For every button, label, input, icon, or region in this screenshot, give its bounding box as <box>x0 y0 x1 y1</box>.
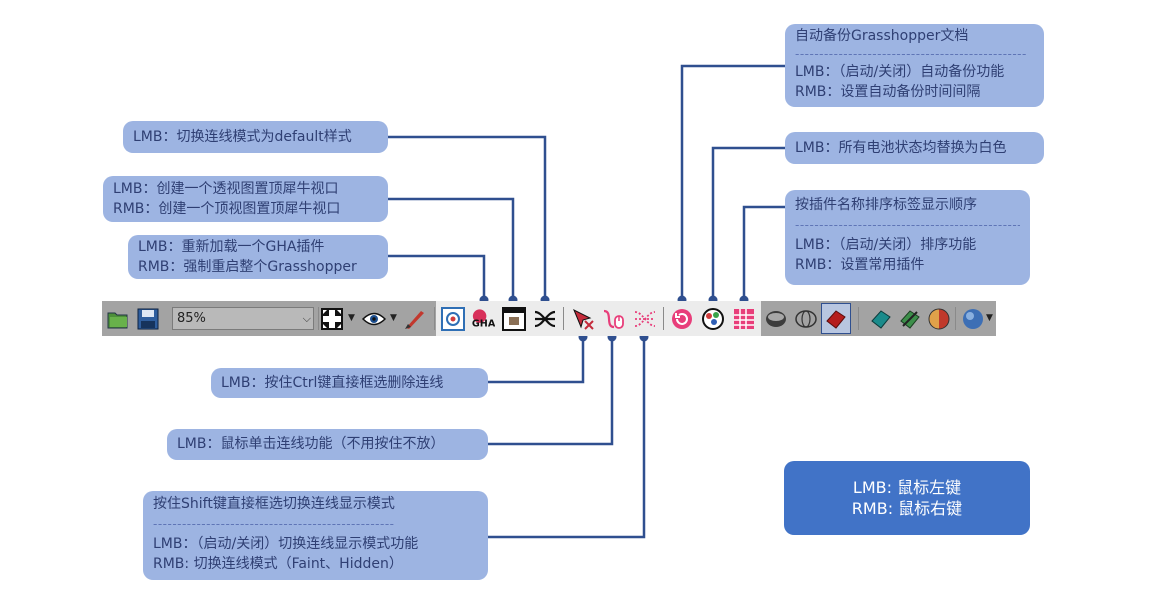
eye-preview-icon[interactable] <box>361 306 386 331</box>
callout-line: RMB: 切换连线模式（Faint、Hidden） <box>153 556 403 572</box>
autosave-icon[interactable] <box>669 306 694 331</box>
callout-reload-gha: LMB：重新加载一个GHA插件 RMB：强制重启整个Grasshopper <box>128 235 388 279</box>
connector-shift-wire <box>488 338 646 539</box>
callout-divider: ----------------------------------------… <box>153 517 395 531</box>
connector-reload-gha <box>388 254 486 298</box>
legend-rmb: RMB: 鼠标右键 <box>851 499 963 518</box>
grasshopper-toolbar: 85% ⌵ ▼ ▼ GHA <box>102 301 996 336</box>
callout-line: RMB：创建一个顶视图置顶犀牛视口 <box>113 201 341 217</box>
preview-shaded-icon[interactable] <box>763 306 788 331</box>
callout-click-wire: LMB：鼠标单击连线功能（不用按住不放） <box>167 429 488 460</box>
wire-click-mode-icon[interactable] <box>600 306 625 331</box>
connector-ctrl-delete <box>488 338 585 384</box>
legend-lmb: LMB: 鼠标左键 <box>852 478 962 497</box>
callout-line: LMB：鼠标单击连线功能（不用按住不放） <box>177 436 445 452</box>
zoom-extents-icon[interactable] <box>319 306 344 331</box>
gha-reload-icon[interactable]: GHA <box>470 306 495 331</box>
callout-line: LMB：重新加载一个GHA插件 <box>138 239 325 255</box>
callout-line: LMB：（启动/关闭）自动备份功能 <box>795 64 1005 80</box>
toolbar-separator <box>955 307 956 330</box>
callout-divider: ----------------------------------------… <box>795 47 1027 61</box>
dropdown-arrow-icon[interactable]: ▼ <box>986 313 993 323</box>
callout-line: LMB：（启动/关闭）切换连线显示模式功能 <box>153 536 419 552</box>
zoom-value: 85% <box>177 311 206 326</box>
callout-battery-white: LMB：所有电池状态均替换为白色 <box>785 132 1044 164</box>
callout-line: LMB：所有电池状态均替换为白色 <box>795 140 1007 156</box>
callout-line: RMB：设置常用插件 <box>795 257 925 273</box>
connector-perspective-viewport <box>388 197 515 298</box>
connector-click-wire <box>488 338 614 446</box>
gh-document-icon[interactable] <box>440 306 465 331</box>
wire-display-icon[interactable] <box>532 306 557 331</box>
callout-line: LMB：创建一个透视图置顶犀牛视口 <box>113 181 339 197</box>
callout-line: LMB：（启动/关闭）排序功能 <box>795 237 977 253</box>
preview-wire-icon[interactable] <box>793 306 818 331</box>
plugin-tab-order-icon[interactable] <box>731 306 756 331</box>
callout-title: 按插件名称排序标签显示顺序 <box>795 197 977 213</box>
rhino-viewport-icon[interactable] <box>501 306 526 331</box>
battery-color-icon[interactable] <box>700 306 725 331</box>
chevron-down-icon: ⌵ <box>302 312 311 325</box>
callout-line: RMB：设置自动备份时间间隔 <box>795 84 981 100</box>
callout-title: 按住Shift键直接框选切换连线显示模式 <box>153 496 395 512</box>
connector-autosave <box>680 64 785 298</box>
callout-perspective-viewport: LMB：创建一个透视图置顶犀牛视口 RMB：创建一个顶视图置顶犀牛视口 <box>103 176 388 222</box>
preview-selected-icon[interactable] <box>821 303 851 334</box>
toolbar-separator <box>563 307 564 330</box>
zoom-select[interactable]: 85% ⌵ <box>172 307 314 330</box>
paintbrush-icon[interactable] <box>402 306 427 331</box>
material-3-icon[interactable] <box>926 306 951 331</box>
callout-title: 自动备份Grasshopper文档 <box>795 28 969 44</box>
toolbar-separator <box>858 307 859 330</box>
dropdown-arrow-icon[interactable]: ▼ <box>348 313 355 323</box>
wire-delete-cursor-icon[interactable] <box>570 306 595 331</box>
callout-autosave: 自动备份Grasshopper文档 ----------------------… <box>785 24 1044 107</box>
legend-box: LMB: 鼠标左键 RMB: 鼠标右键 <box>784 461 1030 535</box>
callout-line: RMB：强制重启整个Grasshopper <box>138 259 357 275</box>
callout-default-wire: LMB：切换连线模式为default样式 <box>123 121 388 153</box>
save-icon[interactable] <box>135 306 160 331</box>
callout-plugin-sort: 按插件名称排序标签显示顺序 --------------------------… <box>785 190 1030 285</box>
connector-default-wire <box>388 135 547 298</box>
callout-shift-wire: 按住Shift键直接框选切换连线显示模式 -------------------… <box>143 491 488 580</box>
dropdown-arrow-icon[interactable]: ▼ <box>390 313 397 323</box>
toolbar-separator <box>318 307 319 330</box>
connector-battery-white <box>711 146 785 298</box>
callout-ctrl-delete: LMB：按住Ctrl键直接框选删除连线 <box>211 368 488 398</box>
connector-plugin-sort <box>742 205 785 298</box>
wire-dotted-icon[interactable] <box>632 306 657 331</box>
svg-text:GHA: GHA <box>472 318 495 329</box>
material-1-icon[interactable] <box>868 306 893 331</box>
callout-line: LMB：按住Ctrl键直接框选删除连线 <box>221 375 444 391</box>
open-folder-icon[interactable] <box>105 306 130 331</box>
sphere-icon[interactable] <box>960 306 985 331</box>
callout-line: LMB：切换连线模式为default样式 <box>133 129 352 145</box>
toolbar-separator <box>434 307 435 330</box>
toolbar-separator <box>663 307 664 330</box>
material-2-icon[interactable] <box>897 306 922 331</box>
callout-divider: ----------------------------------------… <box>795 218 1020 232</box>
